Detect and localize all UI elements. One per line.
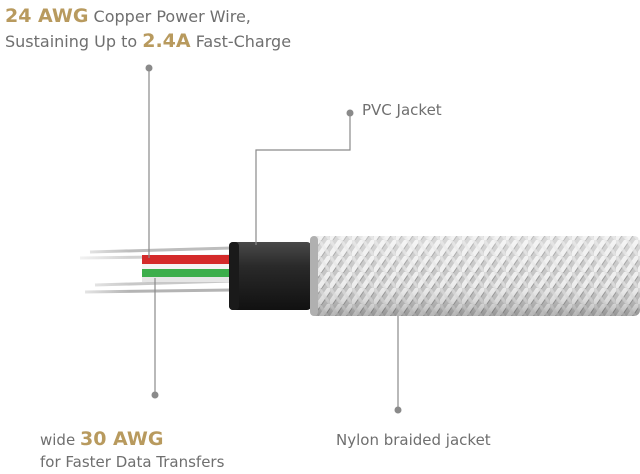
pvc-jacket [229,242,311,310]
power-wire-dot [145,64,153,72]
data-wire-label: wide 30 AWG for Faster Data Transfers [40,428,224,473]
nylon-dot [394,406,402,414]
pvc-dot [346,109,354,117]
grey-wire [142,277,234,282]
nylon-jacket-label: Nylon braided jacket [336,431,491,449]
power-wire-line1: 24 AWG Copper Power Wire, [5,5,251,27]
charge-current: 2.4A [142,30,191,52]
pvc-jacket-label: PVC Jacket [362,101,442,119]
data-wire-dot [151,391,159,399]
data-wire-line1: wide 30 AWG [40,428,164,450]
white-wire [142,264,234,270]
nylon-braided-jacket [310,236,640,316]
power-wire-label: 24 AWG Copper Power Wire, Sustaining Up … [5,4,291,54]
data-wire-gauge: 30 AWG [79,428,164,450]
leader-lines [145,64,402,414]
colored-wires [142,255,234,282]
pvc-leader [255,113,351,245]
green-wire [142,269,234,277]
power-wire-gauge: 24 AWG [5,5,89,27]
power-wire-line2: Sustaining Up to 2.4A Fast-Charge [5,30,292,52]
data-wire-line2: for Faster Data Transfers [40,453,225,471]
red-wire [142,255,234,264]
